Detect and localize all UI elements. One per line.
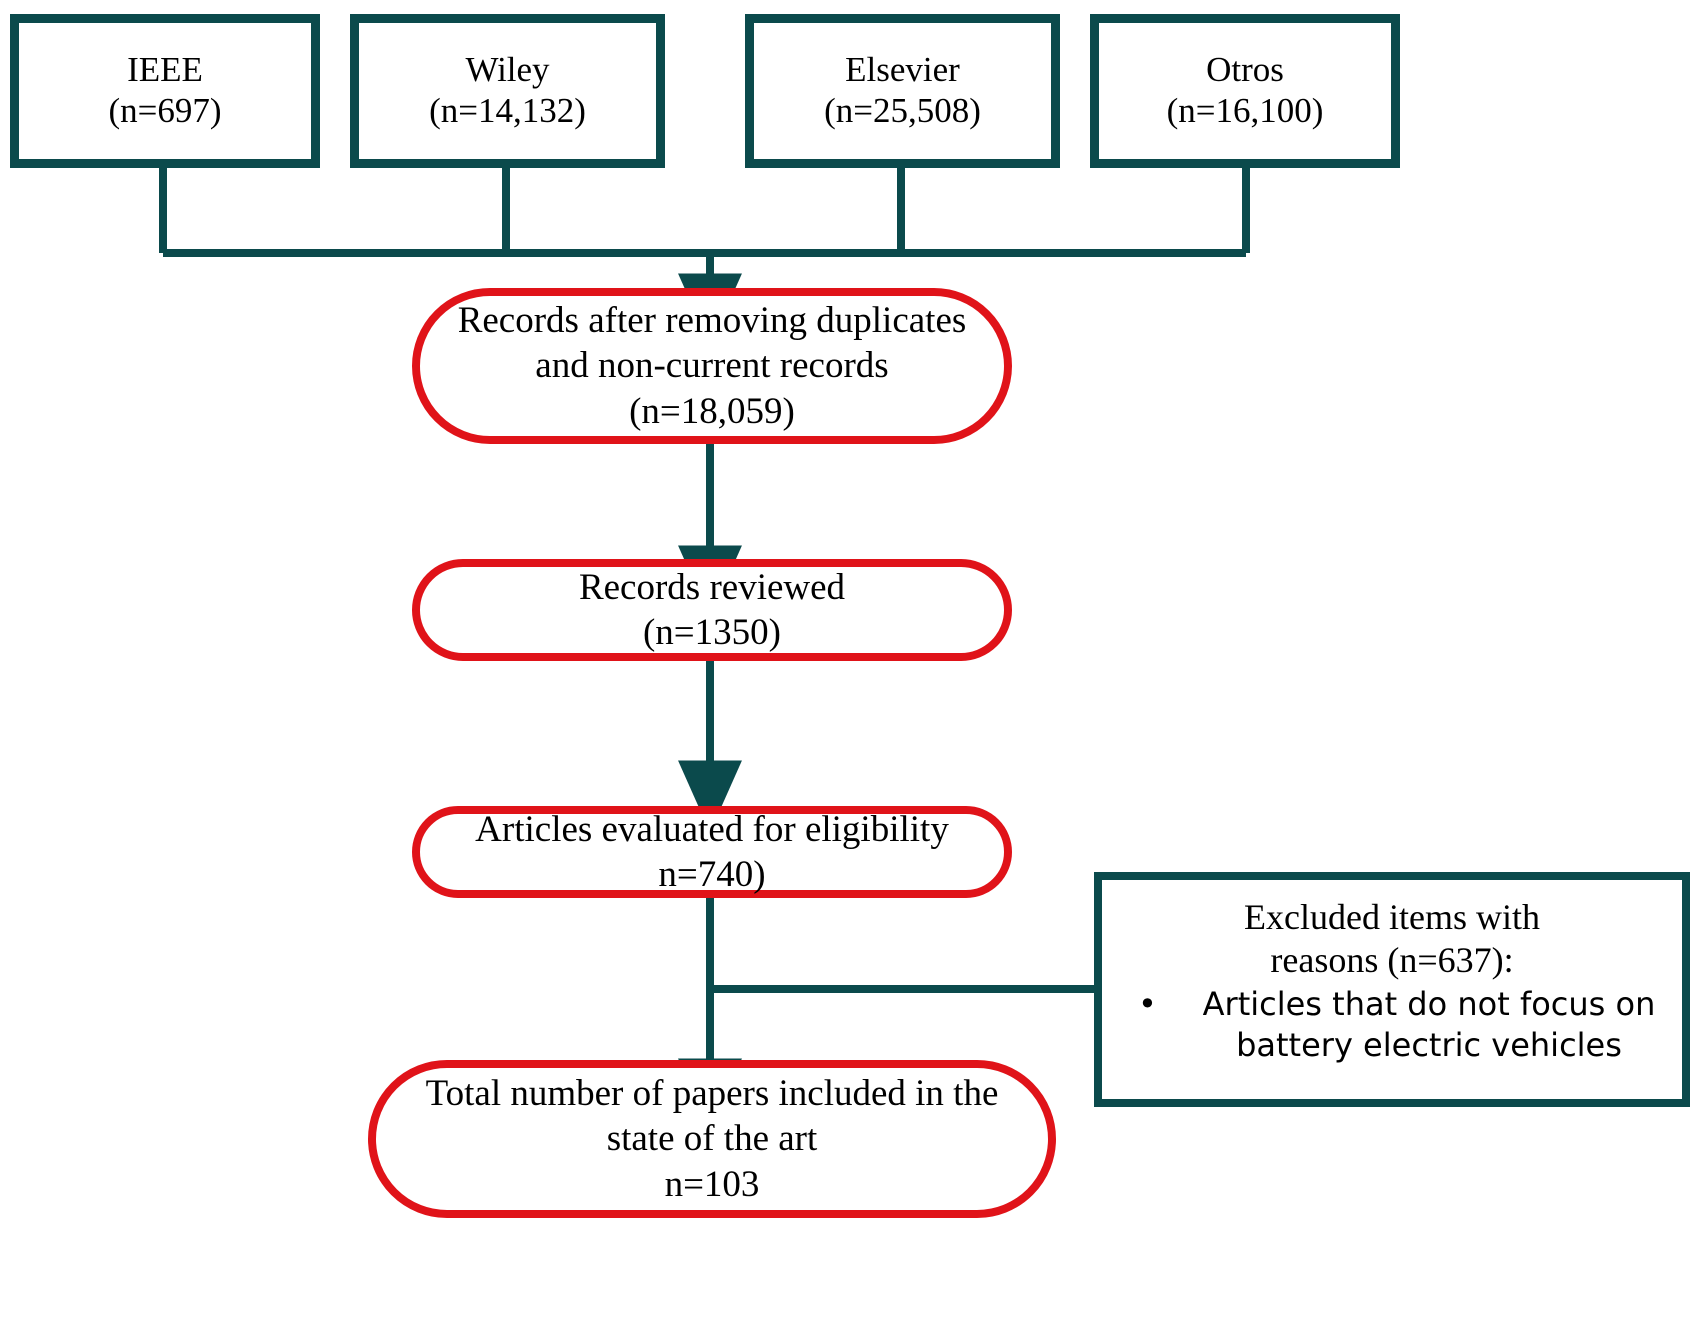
- stage-line: n=740): [658, 854, 766, 895]
- stage-box-included: Total number of papers included in the s…: [368, 1060, 1056, 1218]
- source-count: (n=25,508): [824, 91, 981, 130]
- stage-line: Articles evaluated for eligibility: [475, 808, 949, 850]
- stage-line: state of the art: [606, 1118, 818, 1160]
- stage-line: Records reviewed: [578, 566, 846, 608]
- stage-box-eligibility: Articles evaluated for eligibility n=740…: [412, 806, 1012, 898]
- excluded-reason-list: • Articles that do not focus on battery …: [1124, 984, 1660, 1066]
- stage-line: Total number of papers included in the: [425, 1073, 999, 1115]
- source-name: IEEE: [127, 50, 203, 90]
- list-item: • Articles that do not focus on battery …: [1124, 984, 1660, 1066]
- excluded-heading-line: Excluded items with: [1244, 897, 1540, 937]
- source-box-ieee: IEEE (n=697): [10, 14, 320, 168]
- source-box-elsevier: Elsevier (n=25,508): [745, 14, 1060, 168]
- source-name: Otros: [1206, 50, 1284, 90]
- source-count: (n=14,132): [429, 91, 586, 130]
- bullet-icon: •: [1138, 985, 1157, 1024]
- source-box-wiley: Wiley (n=14,132): [350, 14, 665, 168]
- source-count: (n=16,100): [1166, 91, 1324, 130]
- stage-line: (n=18,059): [629, 390, 795, 432]
- stage-box-records-reviewed: Records reviewed (n=1350): [412, 559, 1012, 661]
- stage-line: n=103: [664, 1163, 760, 1205]
- stage-line: (n=1350): [642, 612, 781, 653]
- stage-line: and non-current records: [535, 345, 889, 387]
- excluded-items-box: Excluded items with reasons (n=637): • A…: [1094, 872, 1690, 1107]
- excluded-heading-line: reasons (n=637):: [1270, 940, 1514, 981]
- source-count: (n=697): [108, 91, 222, 130]
- excluded-heading: Excluded items with reasons (n=637):: [1124, 896, 1660, 982]
- stage-box-after-duplicates: Records after removing duplicates and no…: [412, 288, 1012, 444]
- source-box-otros: Otros (n=16,100): [1090, 14, 1400, 168]
- stage-line: Records after removing duplicates: [457, 300, 967, 342]
- source-name: Wiley: [465, 50, 550, 90]
- source-name: Elsevier: [845, 50, 960, 90]
- excluded-reason-text: Articles that do not focus on battery el…: [1202, 985, 1656, 1065]
